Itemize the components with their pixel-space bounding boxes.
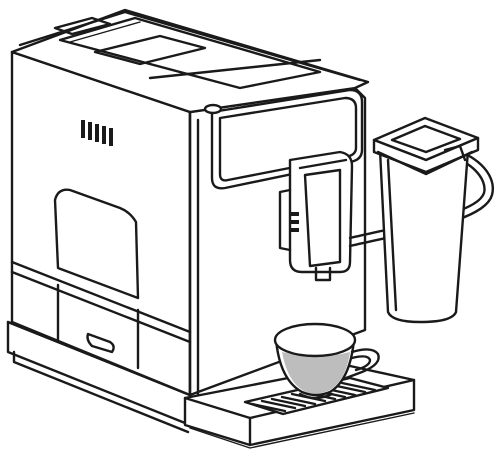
- milk-container[interactable]: [372, 116, 480, 324]
- bean-hopper-lid[interactable]: [93, 34, 207, 66]
- power-button[interactable]: [203, 103, 223, 115]
- service-door[interactable]: [53, 188, 140, 300]
- drip-tray-handle[interactable]: [56, 283, 140, 370]
- coffee-cup: [273, 322, 380, 400]
- vent-grille: [81, 120, 113, 146]
- coffee-spout[interactable]: [278, 150, 354, 282]
